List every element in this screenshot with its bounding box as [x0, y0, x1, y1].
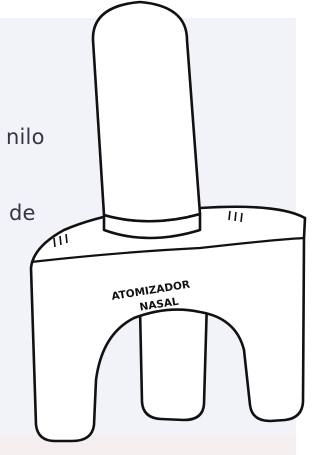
saddle-body — [29, 205, 307, 443]
text-fragment-1: nilo — [6, 125, 45, 149]
text-fragment-2: de — [9, 201, 36, 225]
grip-marks-left — [53, 233, 68, 248]
saddle-rim — [30, 236, 305, 264]
nozzle-tip — [91, 0, 202, 223]
grip-marks-right — [228, 210, 243, 223]
rear-leg — [138, 299, 209, 422]
